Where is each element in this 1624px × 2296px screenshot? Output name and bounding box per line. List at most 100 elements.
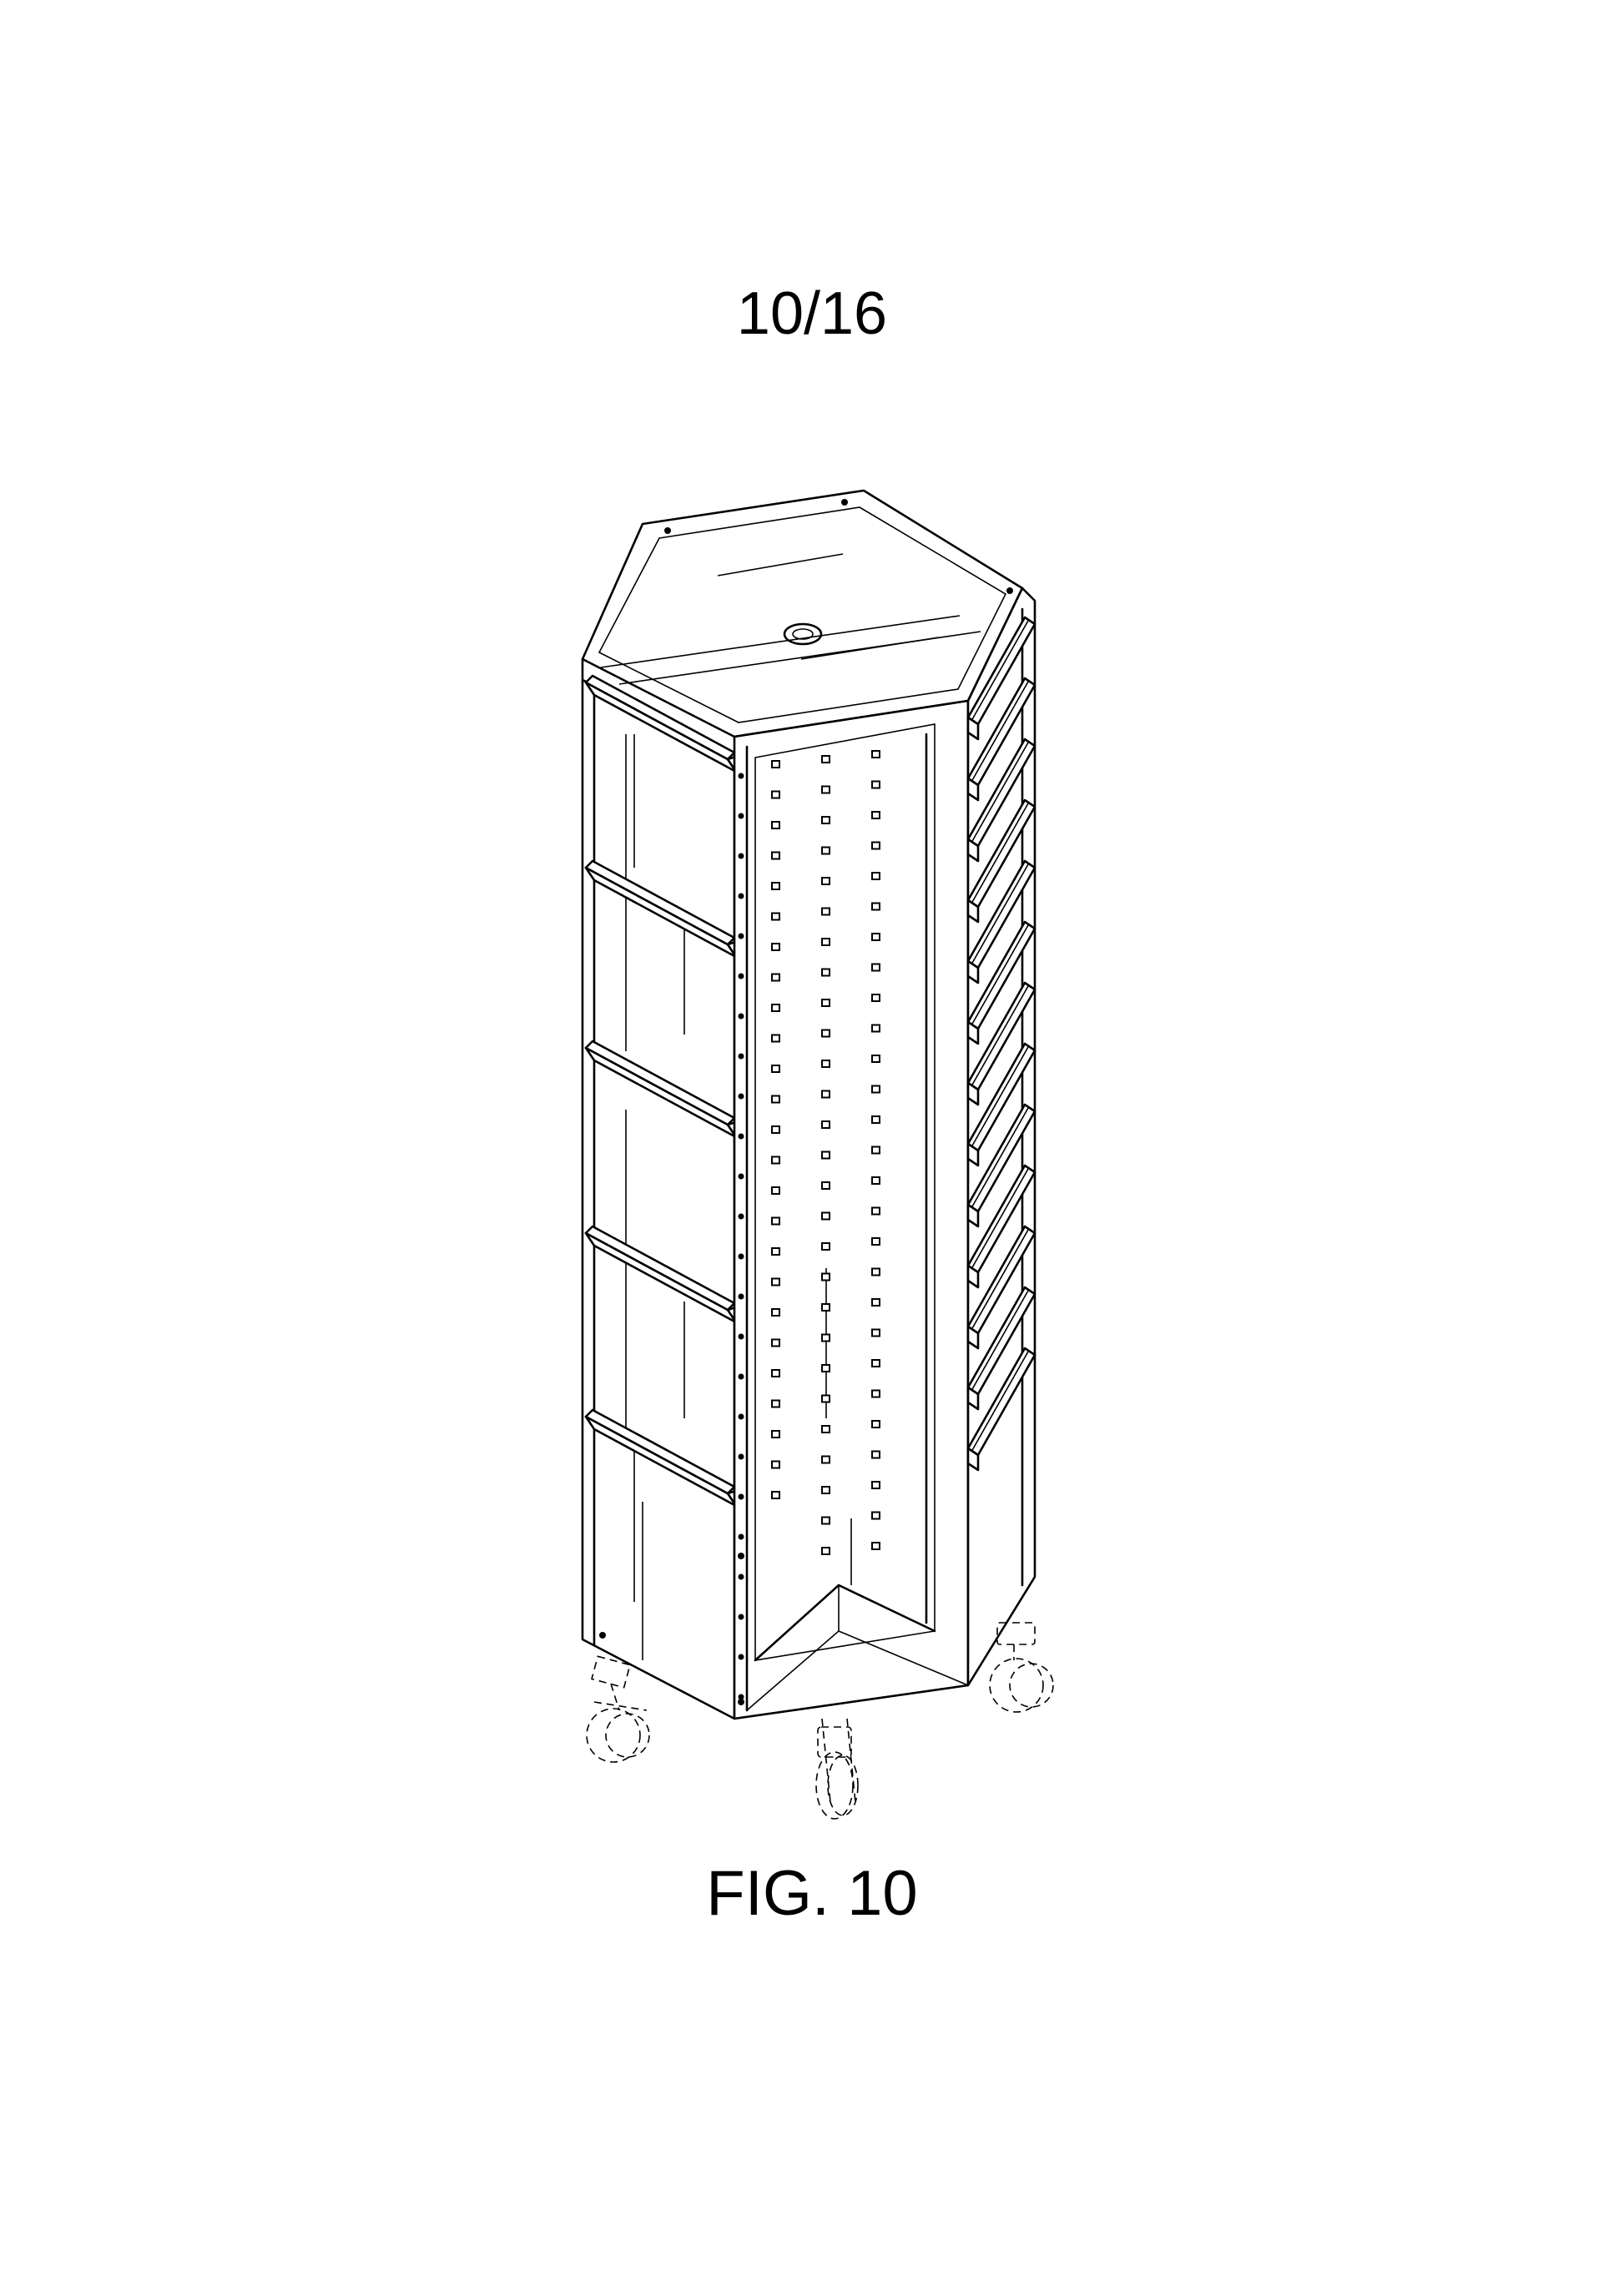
peg-hole [871, 1389, 880, 1398]
peg-hole [821, 1333, 830, 1342]
peg-hole [771, 1186, 780, 1195]
peg-hole [771, 1369, 780, 1377]
peg-hole [771, 851, 780, 860]
right-side-panel [966, 587, 1036, 1687]
peg-hole [871, 1420, 880, 1428]
rivet [738, 1133, 744, 1140]
rivet [738, 1694, 744, 1700]
left-side-panel [581, 678, 736, 1720]
peg-hole [821, 846, 830, 855]
peg-hole [871, 1481, 880, 1489]
peg-hole [821, 1211, 830, 1221]
peg-hole [821, 999, 830, 1007]
peg-hole [821, 968, 830, 977]
peg-hole [771, 973, 780, 982]
peg-hole [771, 1399, 780, 1408]
peg-hole [771, 1156, 780, 1165]
peg-hole [871, 872, 880, 880]
rivet [738, 1293, 744, 1300]
peg-hole [821, 816, 830, 824]
peg-hole [871, 1359, 880, 1367]
peg-hole [871, 994, 880, 1002]
rivet [738, 973, 744, 979]
angled-shelf [966, 1286, 1036, 1411]
angled-shelves [966, 616, 1036, 1472]
peg-hole [771, 1491, 780, 1499]
peg-hole [821, 1060, 830, 1068]
peg-hole [871, 933, 880, 941]
peg-hole [871, 1085, 880, 1094]
peg-hole [821, 1181, 830, 1190]
peg-hole [871, 1328, 880, 1337]
peg-hole [871, 963, 880, 972]
sheet-number: 10/16 [736, 280, 888, 347]
peg-hole [871, 1298, 880, 1307]
rivet [738, 1093, 744, 1100]
angled-shelf [966, 1042, 1036, 1167]
peg-hole [821, 1547, 830, 1555]
peg-hole [821, 755, 830, 763]
peg-hole [871, 1450, 880, 1459]
peg-hole [821, 1120, 830, 1129]
rivet [738, 1654, 744, 1660]
peg-hole [771, 1277, 780, 1286]
peg-hole [771, 1308, 780, 1317]
peg-hole [821, 1242, 830, 1251]
peg-hole [821, 1029, 830, 1038]
peg-hole [771, 1338, 780, 1347]
rivet [738, 933, 744, 939]
angled-shelf [966, 1103, 1036, 1228]
peg-hole [821, 1486, 830, 1494]
peg-hole [771, 1004, 780, 1012]
rivet [738, 1333, 744, 1340]
frame-rivets [738, 773, 744, 1700]
peg-hole [871, 1511, 880, 1520]
peg-hole [771, 1460, 780, 1469]
peg-hole [771, 1430, 780, 1438]
peg-hole [821, 1272, 830, 1281]
peg-hole [821, 1364, 830, 1372]
peg-hole [871, 780, 880, 789]
peg-hole [871, 1206, 880, 1216]
rivet [738, 1173, 744, 1180]
angled-shelf [966, 920, 1036, 1045]
peg-hole [871, 1176, 880, 1185]
peg-hole [821, 877, 830, 885]
peg-hole [871, 750, 880, 758]
peg-hole [871, 902, 880, 911]
angled-shelf [966, 859, 1036, 984]
rivet [738, 1533, 744, 1540]
angled-shelf [966, 1225, 1036, 1350]
angled-shelf [966, 738, 1036, 863]
peg-hole [771, 882, 780, 890]
rivet [738, 1373, 744, 1380]
rivet [738, 1493, 744, 1500]
peg-hole [771, 821, 780, 829]
peg-hole [821, 1516, 830, 1525]
peg-hole [871, 1145, 880, 1155]
peg-hole [771, 1065, 780, 1073]
peg-hole [871, 1055, 880, 1063]
angled-shelf [966, 981, 1036, 1106]
pegboard-holes [771, 750, 880, 1555]
caster-wheel-center [815, 1718, 859, 1820]
peg-hole [871, 1542, 880, 1550]
angled-shelf [966, 798, 1036, 924]
rivet [738, 1253, 744, 1260]
peg-hole [821, 1151, 830, 1160]
peg-hole [821, 1425, 830, 1433]
rivet [738, 1453, 744, 1460]
peg-hole [821, 1303, 830, 1312]
peg-hole [871, 811, 880, 819]
peg-hole [871, 841, 880, 850]
angled-shelf [966, 1347, 1036, 1472]
rivet [738, 1573, 744, 1580]
peg-hole [771, 912, 780, 921]
rivet [738, 1053, 744, 1060]
peg-hole [871, 1237, 880, 1246]
peg-hole [771, 1125, 780, 1134]
peg-hole [871, 1115, 880, 1124]
figure-caption: FIG. 10 [706, 1858, 918, 1929]
caster-wheel-right [989, 1622, 1054, 1713]
peg-hole [821, 907, 830, 916]
